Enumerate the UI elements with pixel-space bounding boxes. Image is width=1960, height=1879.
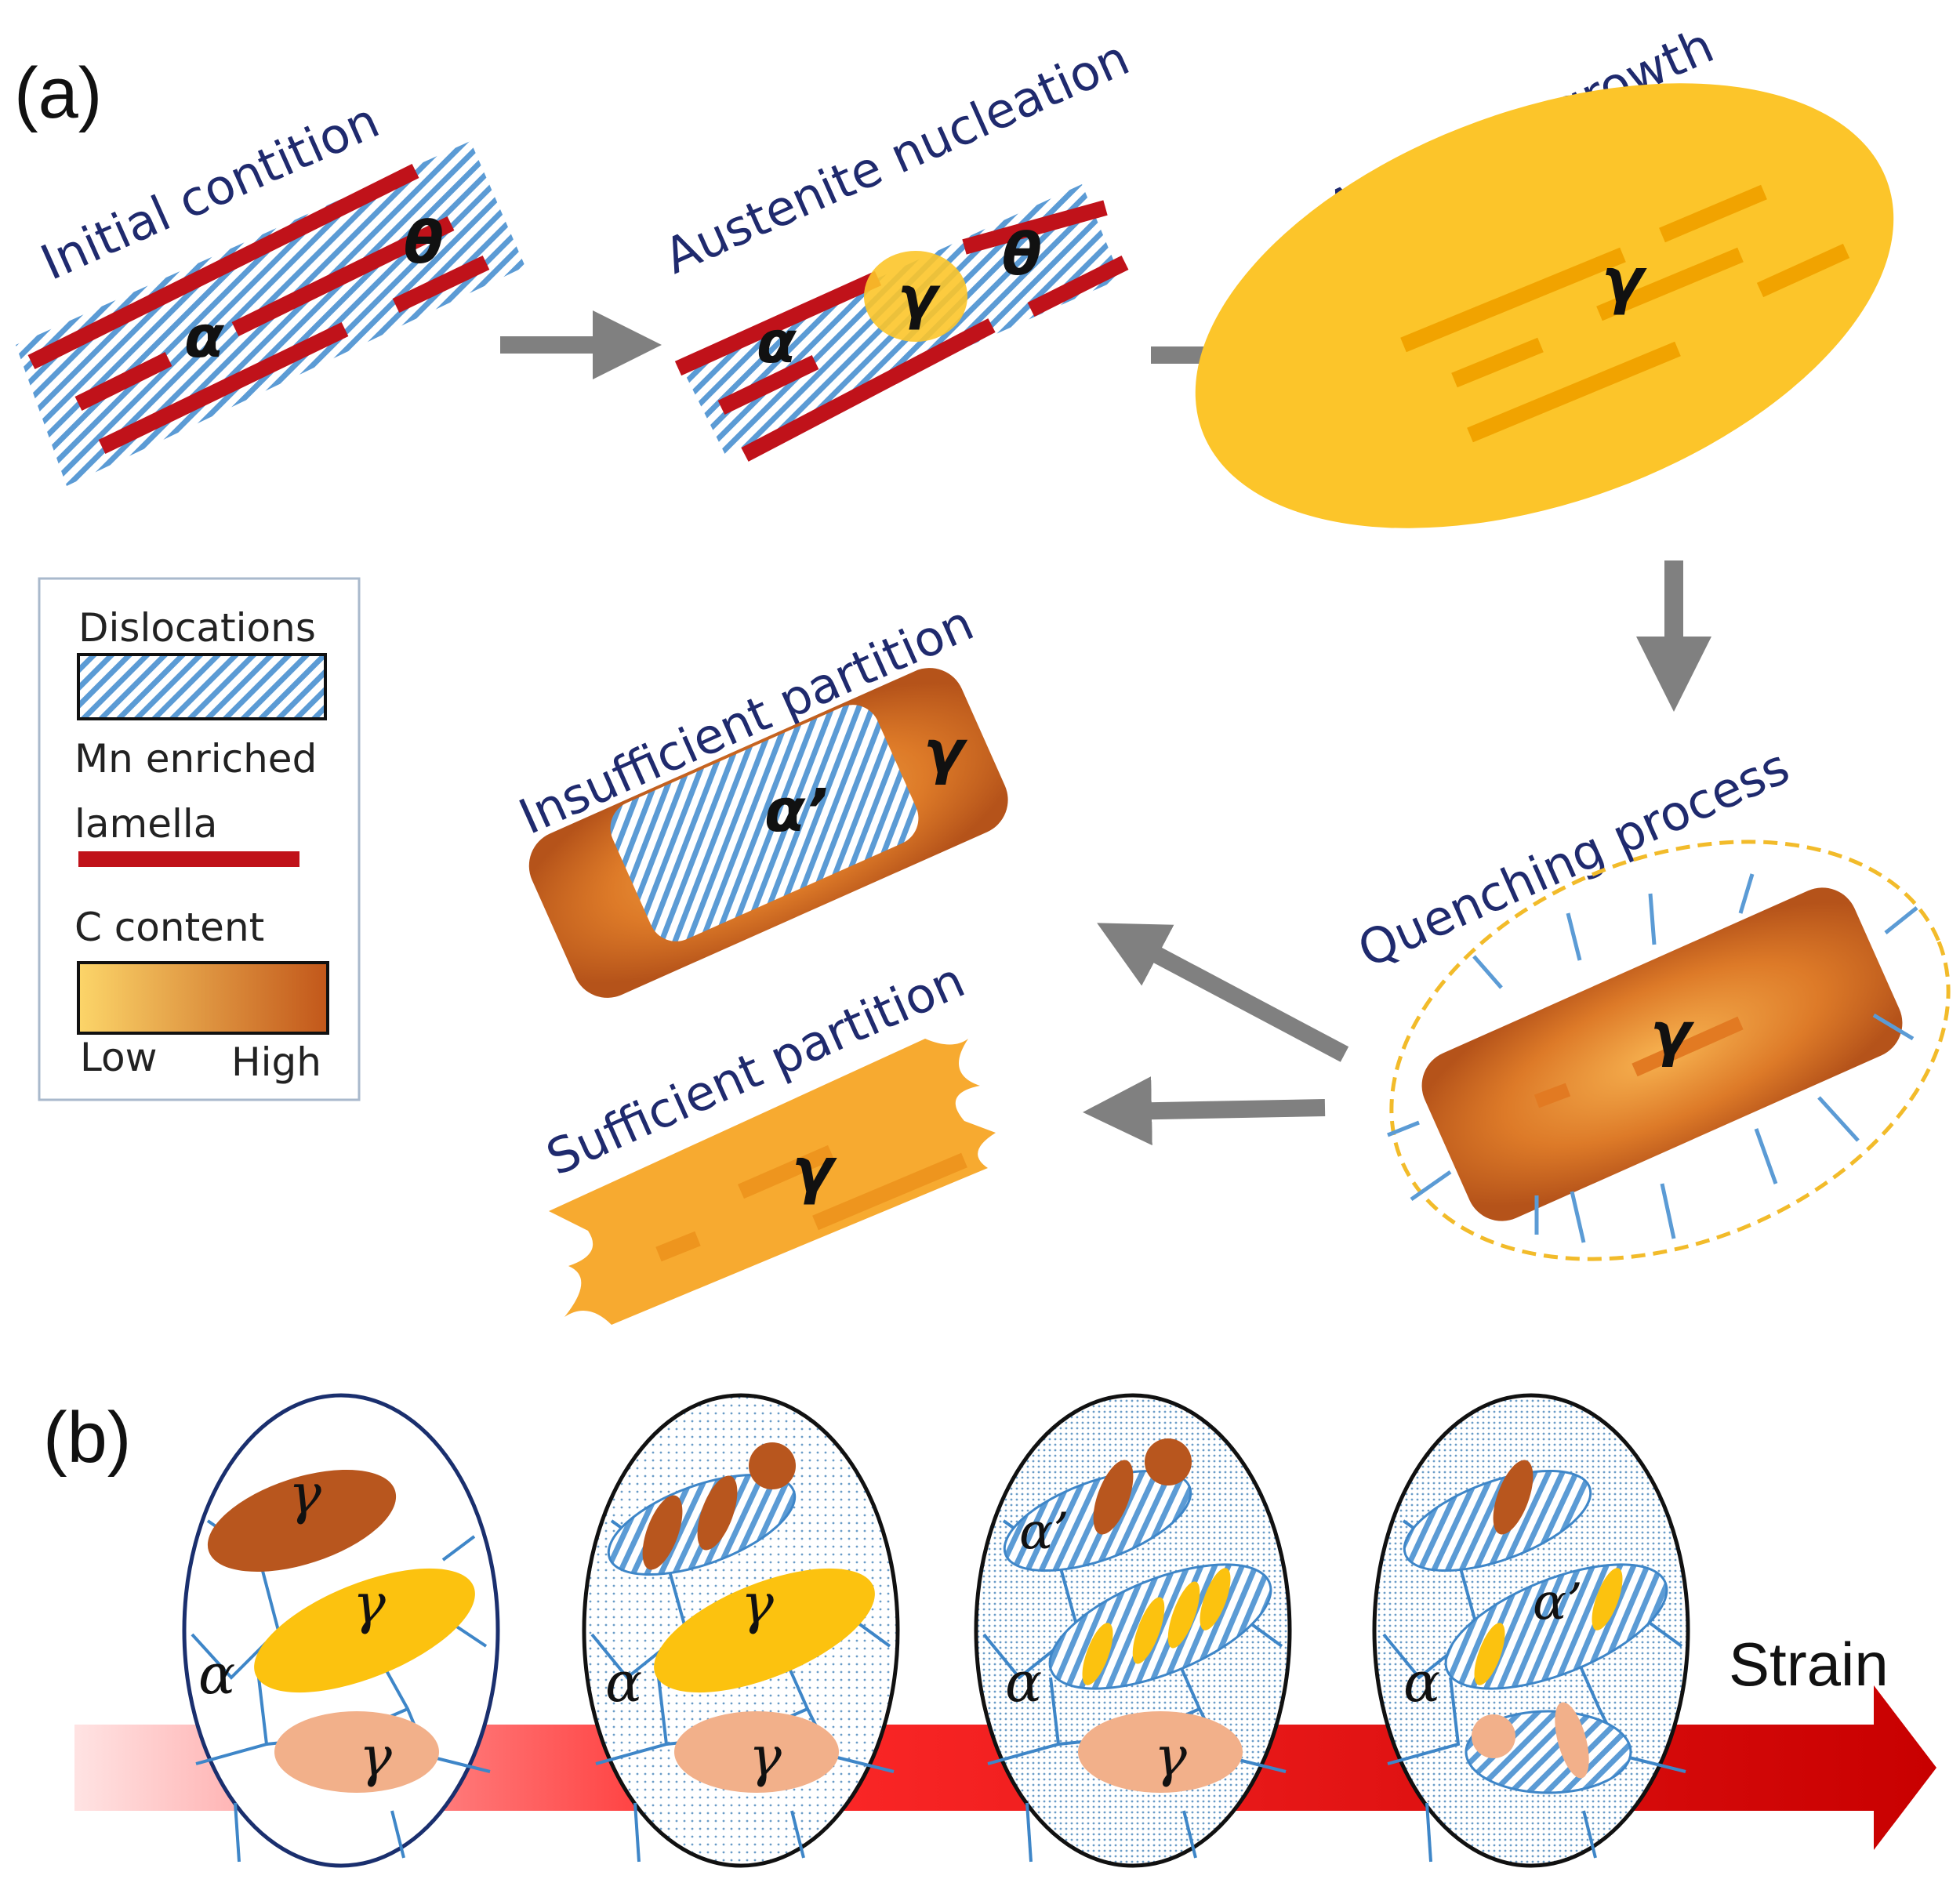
legend-box: Dislocations Mn enriched lamella C conte… — [38, 577, 361, 1101]
cooling-arrows — [1387, 873, 1918, 1243]
austenite-nucleus — [864, 251, 967, 342]
legend-high: High — [231, 1039, 321, 1085]
legend-c-content-label: C content — [74, 905, 264, 950]
gamma-label-growth: γ — [1602, 246, 1647, 317]
alpha-label-1: α — [184, 303, 225, 371]
b4-alpha: α — [1403, 1650, 1440, 1714]
process-arrow-sufficient — [1083, 1076, 1326, 1146]
legend-dislocations-swatch — [77, 653, 327, 720]
strain-stage-3: α’ γ α — [974, 1393, 1292, 1868]
mn-lamellae-2 — [674, 200, 1129, 462]
quench-boundary — [1389, 840, 1951, 1261]
grown-austenite-grain — [1195, 83, 1894, 528]
gamma-label-insufficient: γ — [924, 716, 968, 786]
legend-low: Low — [80, 1035, 157, 1080]
sufficient-partition-diagram: Sufficient partition γ — [538, 951, 996, 1325]
b1-gamma-high: γ — [289, 1462, 321, 1526]
panel-b-label: (b) — [43, 1398, 131, 1478]
b2-gamma-low: γ — [749, 1725, 782, 1789]
gamma-label-sufficient: γ — [792, 1136, 837, 1206]
gamma-label-nucleus: γ — [898, 264, 941, 332]
strain-label: Strain — [1729, 1630, 1889, 1699]
sufficient-lamellae — [655, 1144, 967, 1262]
b3-alpha: α — [1005, 1650, 1042, 1714]
austenite-nucleation-diagram: Austenite nucleation γ α θ — [655, 29, 1138, 462]
legend-mn-line1: Mn enriched — [74, 736, 317, 782]
legend-mn-line2: lamella — [74, 801, 217, 847]
gamma-label-quench: γ — [1650, 999, 1695, 1068]
legend-c-gradient — [77, 961, 329, 1035]
b2-alpha: α — [605, 1650, 642, 1714]
alpha-label-2: α — [757, 309, 797, 376]
b3-alpha-prime: α’ — [1019, 1503, 1069, 1561]
theta-label-2: θ — [1002, 221, 1042, 288]
martensite-core — [610, 705, 919, 941]
theta-label-1: θ — [404, 209, 444, 277]
process-arrow-insufficient — [1097, 923, 1349, 1062]
b4-alpha-prime: α’ — [1533, 1573, 1583, 1631]
strain-stage-4: α’ α — [1372, 1393, 1690, 1868]
strain-stage-2: γ γ α — [582, 1393, 900, 1868]
strain-stage-1: γ γ γ α — [182, 1393, 500, 1868]
legend-dislocations-label: Dislocations — [78, 605, 316, 651]
b1-gamma-mid: γ — [353, 1572, 386, 1636]
b2-gamma-mid: γ — [741, 1572, 774, 1636]
alpha-prime-label-insufficient: α’ — [764, 775, 828, 845]
quenching-diagram: Quenching process γ — [1349, 738, 1951, 1261]
mn-lamellae — [27, 164, 490, 455]
b1-gamma-low: γ — [359, 1725, 392, 1789]
quench-lamellae — [1534, 1016, 1744, 1108]
insufficient-partition-diagram: Insufficient partition α’ γ — [510, 594, 1008, 998]
austenite-growth-diagram: Austenite growth γ — [1195, 16, 1894, 528]
b1-alpha: α — [198, 1642, 235, 1707]
panel-a-label: (a) — [14, 53, 102, 133]
faded-lamellae — [1400, 184, 1850, 443]
b3-gamma-low: γ — [1154, 1725, 1187, 1789]
initial-condition-diagram: Initial contition α θ — [16, 92, 525, 486]
